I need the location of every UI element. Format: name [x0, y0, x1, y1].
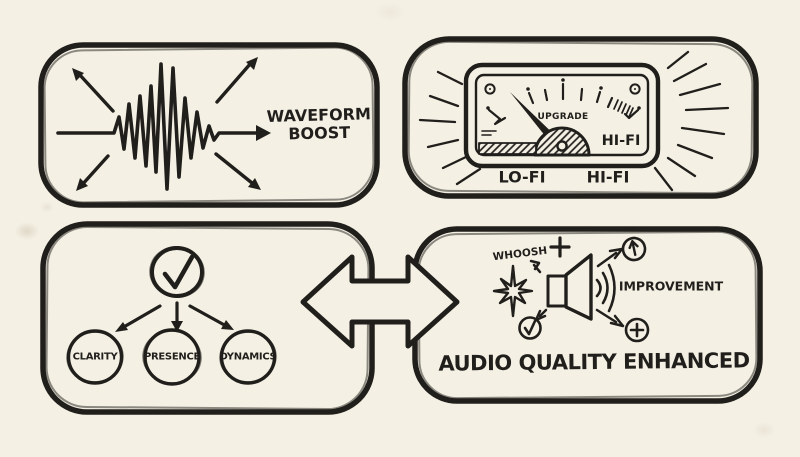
arrow-down-right-icon [188, 304, 230, 329]
sound-waves-icon [595, 263, 616, 313]
sunburst-rays-icon [418, 50, 730, 192]
boost-arrows [72, 57, 261, 191]
lofi-label: LO-FI [498, 167, 546, 187]
circled-up-arrow-icon [621, 236, 647, 262]
check-circle-icon [149, 246, 205, 298]
plus-icon [549, 236, 571, 258]
waveform-boost-label: WAVEFORM BOOST [266, 104, 372, 144]
panel-waveform-boost [38, 42, 380, 208]
starburst-icon [492, 264, 534, 318]
panel-upgrade-meter [402, 36, 759, 199]
down-left-arrow [534, 308, 548, 322]
waveform-icon [56, 62, 271, 191]
circled-plus-icon [624, 317, 650, 343]
meter-hifi-label: HI-FI [601, 133, 641, 149]
dynamics-label: DYNAMICS [219, 351, 277, 363]
bidirectional-arrow [300, 254, 460, 349]
factor-arrows [115, 301, 234, 332]
panel-improvement-factors [40, 221, 375, 415]
arrow-right-icon [256, 125, 271, 141]
improvement-label: IMPROVEMENT [618, 278, 724, 294]
screw-icon [484, 83, 641, 95]
vu-meter-icon [463, 62, 661, 169]
upgrade-label: UPGRADE [537, 112, 589, 122]
arrow-up-right-icon [215, 61, 253, 104]
presence-label: PRESENCE [143, 351, 201, 363]
speaker-icon [546, 253, 593, 321]
factor-circles [66, 328, 277, 386]
arrow-up-left-icon [77, 72, 115, 113]
down-right-arrow [595, 308, 625, 328]
meter-level-bar [478, 142, 537, 155]
factor-circle-presence [143, 328, 201, 386]
up-right-arrow [596, 247, 624, 268]
whoosh-arrow [529, 259, 542, 274]
arrow-down-left-icon [79, 154, 110, 188]
factor-circle-clarity [66, 329, 124, 385]
circled-check-icon [518, 316, 542, 340]
factor-circle-dynamics [219, 329, 277, 385]
hifi-label: HI-FI [586, 167, 630, 187]
clarity-label: CLARITY [72, 351, 118, 363]
arrow-down-right-icon [214, 152, 254, 185]
meter-scale [486, 78, 641, 126]
arrow-down-left-icon [120, 304, 162, 330]
audio-quality-caption: AUDIO QUALITY ENHANCED [438, 348, 750, 376]
